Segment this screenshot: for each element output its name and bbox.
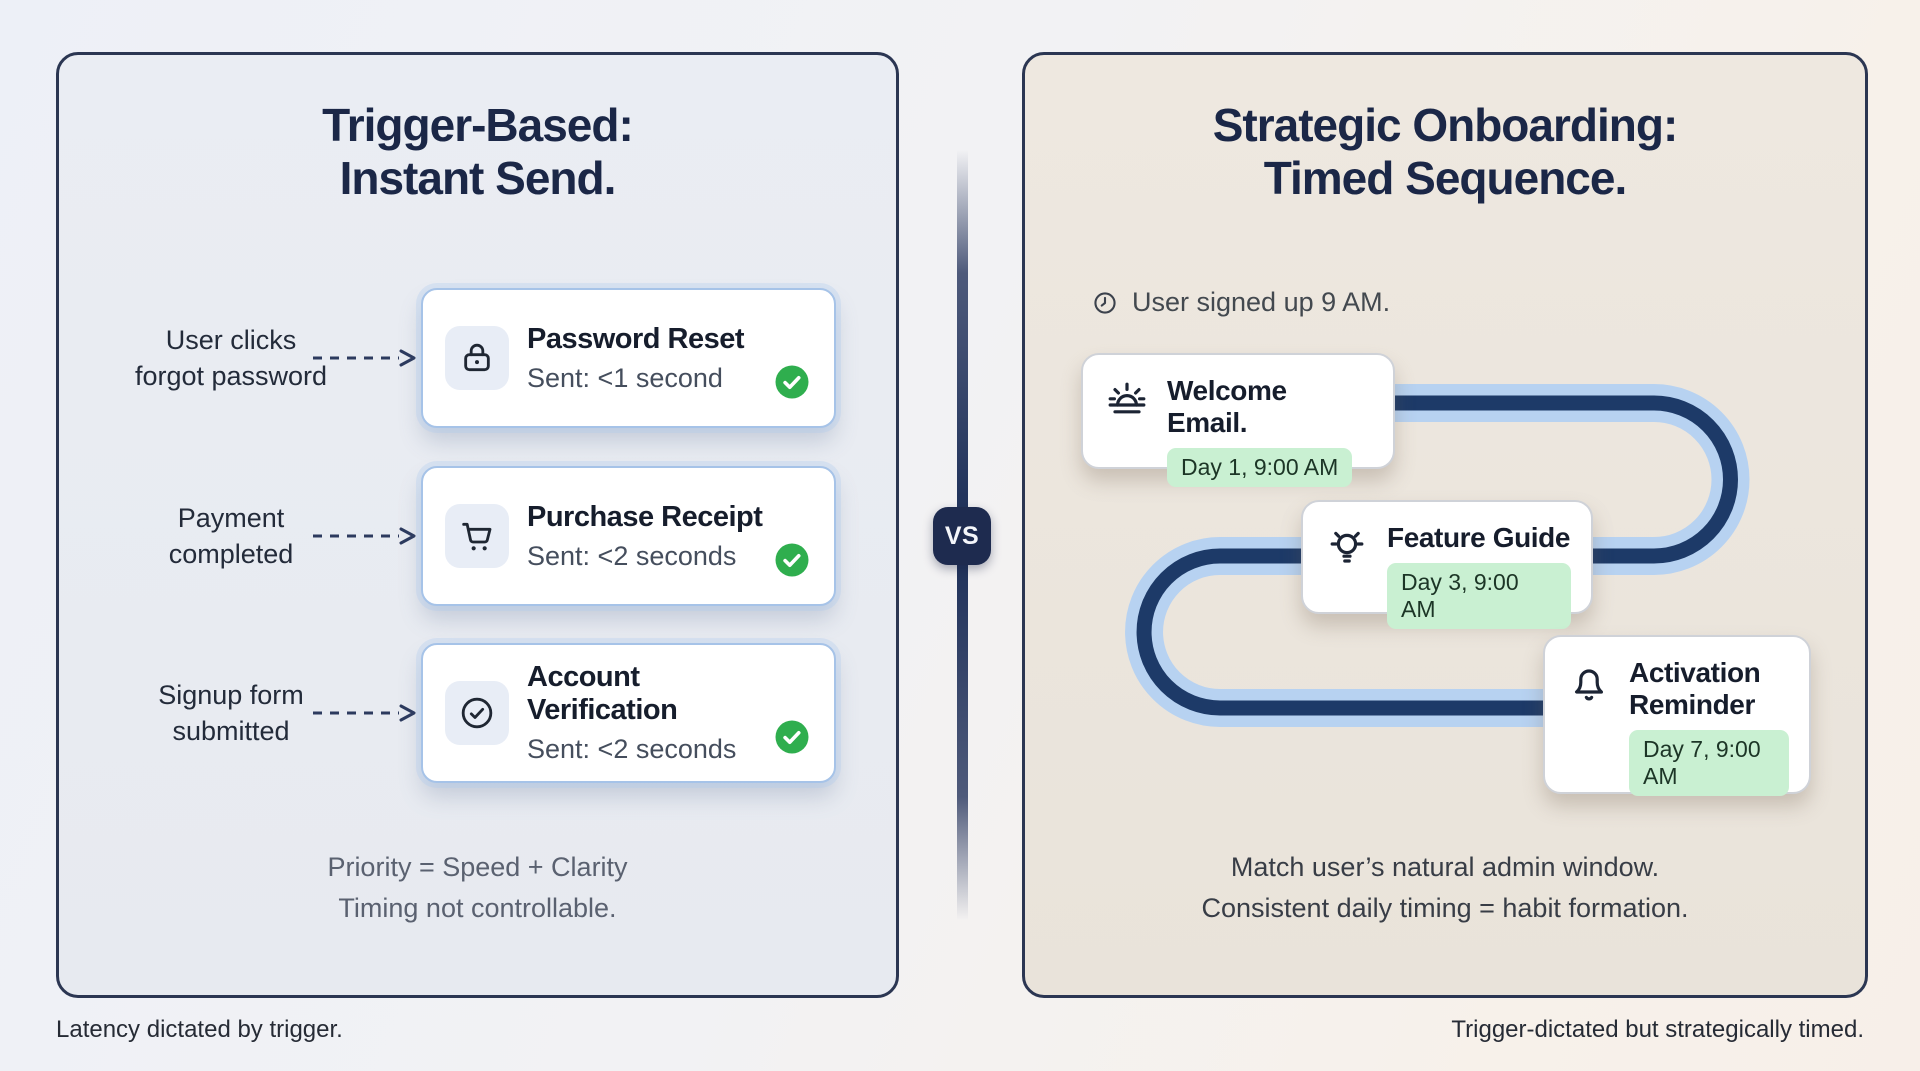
email-card-subtitle: Sent: <2 seconds (527, 734, 737, 764)
email-card-title: Purchase Receipt (527, 500, 763, 533)
email-card-subtitle: Sent: <2 seconds (527, 540, 737, 571)
step-time-badge: Day 1, 9:00 AM (1167, 447, 1353, 487)
lightbulb-icon (1323, 524, 1371, 577)
clock-icon (1094, 291, 1116, 314)
trigger-label-line2: submitted (172, 715, 290, 746)
step-time-badge: Day 3, 9:00 AM (1387, 562, 1571, 629)
trigger-label-forgot-password: User clicks forgot password (101, 323, 361, 394)
signup-note-text: User signed up 9 AM. (1132, 287, 1391, 317)
dashed-arrow-icon (313, 704, 416, 722)
email-card-title: Password Reset (527, 322, 745, 355)
email-card-subtitle: Sent: <1 second (527, 362, 723, 393)
step-card-feature-guide: Feature Guide Day 3, 9:00 AM (1301, 500, 1593, 629)
sunrise-icon (1103, 377, 1151, 430)
green-check-icon (774, 542, 810, 578)
circle-check-icon (445, 681, 509, 745)
right-footnote-line1: Match user’s natural admin window. (1230, 852, 1660, 882)
step-title: Activation Reminder (1629, 657, 1761, 720)
vs-badge: VS (933, 507, 991, 565)
right-footnote-line2: Consistent daily timing = habit formatio… (1201, 892, 1689, 923)
email-card-account-verification: Account Verification Sent: <2 seconds (421, 643, 836, 783)
right-title-line2: Timed Sequence. (1263, 152, 1628, 205)
cart-icon (445, 504, 509, 568)
trigger-label-line2: forgot password (134, 360, 328, 391)
left-panel-title: Trigger-Based: Instant Send. (59, 99, 896, 206)
trigger-label-line1: User clicks (165, 325, 297, 355)
trigger-label-line2: completed (168, 538, 294, 569)
email-card-purchase-receipt: Purchase Receipt Sent: <2 seconds (421, 466, 836, 606)
caption-right: Trigger-dictated but strategically timed… (1451, 1016, 1864, 1043)
green-check-icon (774, 719, 810, 755)
right-panel-title: Strategic Onboarding: Timed Sequence. (1025, 99, 1865, 206)
lock-icon (445, 326, 509, 390)
vs-label: VS (944, 521, 980, 550)
dashed-arrow-icon (313, 527, 416, 545)
email-card-password-reset: Password Reset Sent: <1 second (421, 288, 836, 428)
green-check-icon (774, 364, 810, 400)
bell-icon (1565, 659, 1613, 712)
email-card-title: Account Verification (527, 661, 678, 726)
step-card-welcome-email: Welcome Email. Day 1, 9:00 AM (1081, 353, 1395, 487)
trigger-label-signup: Signup form submitted (101, 678, 361, 749)
caption-left: Latency dictated by trigger. (56, 1016, 343, 1043)
step-title: Welcome Email. (1167, 375, 1287, 438)
left-footnote-line1: Priority = Speed + Clarity (327, 852, 628, 882)
trigger-label-line1: Signup form (158, 680, 304, 710)
right-footnote: Match user’s natural admin window. Consi… (1025, 847, 1865, 928)
trigger-label-line1: Payment (177, 503, 285, 533)
step-title: Feature Guide (1387, 522, 1571, 553)
dashed-arrow-icon (313, 349, 416, 367)
step-card-activation-reminder: Activation Reminder Day 7, 9:00 AM (1543, 635, 1811, 796)
trigger-based-panel: Trigger-Based: Instant Send. User clicks… (56, 52, 899, 998)
left-footnote-line2: Timing not controllable. (338, 892, 617, 923)
step-time-badge: Day 7, 9:00 AM (1629, 729, 1789, 796)
strategic-onboarding-panel: Strategic Onboarding: Timed Sequence. Us… (1022, 52, 1868, 998)
trigger-label-payment: Payment completed (101, 501, 361, 572)
right-title-line1: Strategic Onboarding: (1212, 99, 1679, 151)
left-title-line1: Trigger-Based: (322, 99, 634, 151)
left-footnote: Priority = Speed + Clarity Timing not co… (59, 847, 896, 928)
left-title-line2: Instant Send. (339, 152, 617, 205)
signup-note: User signed up 9 AM. (1091, 287, 1390, 318)
